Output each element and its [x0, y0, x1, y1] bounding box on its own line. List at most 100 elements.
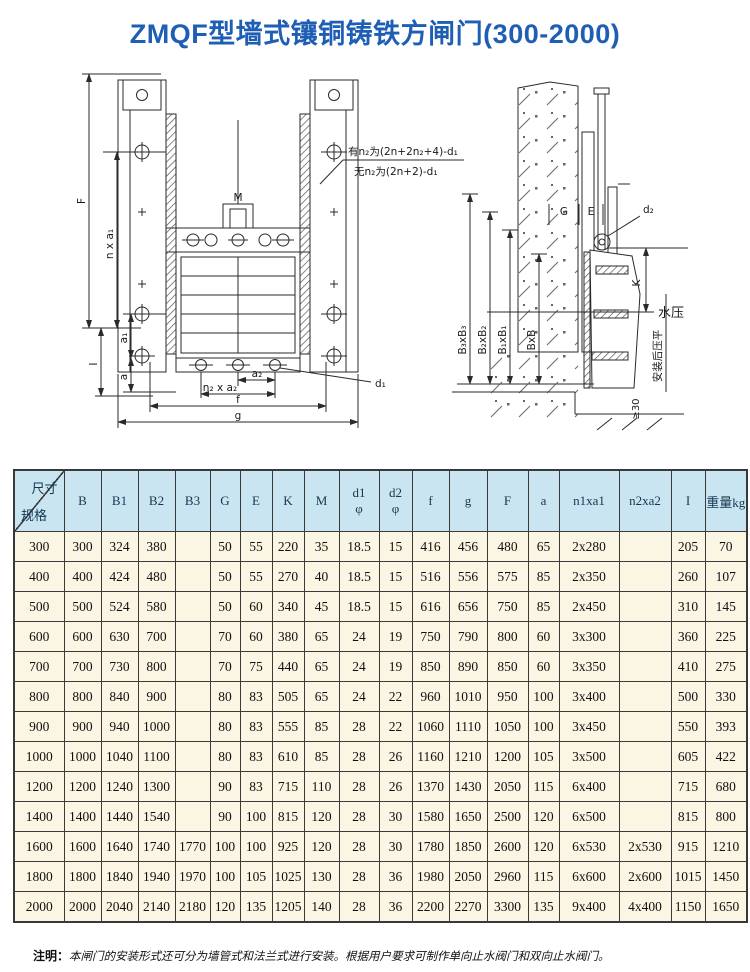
value-cell — [174, 741, 211, 772]
value-cell: 105 — [527, 741, 560, 772]
value-cell: 1780 — [411, 831, 450, 862]
value-cell: 45 — [303, 591, 340, 622]
corner-label-spec: 规格 — [21, 508, 48, 523]
label-f-dim: F — [76, 198, 88, 204]
value-cell: 1000 — [63, 741, 102, 772]
corner-header-cell: 尺寸 规格 — [13, 469, 65, 532]
value-cell — [174, 801, 211, 832]
value-cell: 1600 — [63, 831, 102, 862]
value-cell: 1980 — [411, 861, 450, 892]
label-i-dim: I — [88, 362, 100, 365]
value-cell: 35 — [303, 531, 340, 562]
value-cell — [618, 651, 672, 682]
value-cell: 105 — [239, 861, 273, 892]
value-cell: 440 — [271, 651, 305, 682]
value-cell: 800 — [704, 801, 748, 832]
value-cell: 107 — [704, 561, 748, 592]
value-cell — [174, 681, 211, 712]
value-cell: 6x530 — [558, 831, 620, 862]
column-header: I — [670, 469, 706, 532]
value-cell — [174, 771, 211, 802]
value-cell: 2000 — [63, 891, 102, 923]
value-cell: 500 — [670, 681, 706, 712]
value-cell: 656 — [448, 591, 488, 622]
value-cell: 120 — [303, 801, 340, 832]
value-cell: 2x350 — [558, 561, 620, 592]
value-cell: 700 — [137, 621, 176, 652]
value-cell — [174, 621, 211, 652]
value-cell: 30 — [378, 831, 413, 862]
value-cell: 550 — [670, 711, 706, 742]
value-cell: 60 — [239, 621, 273, 652]
spec-cell: 900 — [13, 711, 65, 742]
label-b3xb3: B₃xB₃ — [457, 325, 469, 354]
value-cell: 900 — [137, 681, 176, 712]
value-cell — [618, 711, 672, 742]
value-cell: 940 — [100, 711, 139, 742]
value-cell: 605 — [670, 741, 706, 772]
column-header: M — [303, 469, 340, 532]
value-cell: 424 — [100, 561, 139, 592]
value-cell: 115 — [527, 771, 560, 802]
value-cell: 60 — [239, 591, 273, 622]
value-cell: 24 — [338, 621, 380, 652]
value-cell: 1540 — [137, 801, 176, 832]
value-cell: 2040 — [100, 891, 139, 923]
value-cell: 85 — [527, 561, 560, 592]
label-g: G — [560, 206, 568, 218]
column-header: B1 — [100, 469, 139, 532]
value-cell: 1400 — [63, 801, 102, 832]
value-cell: 65 — [303, 681, 340, 712]
value-cell: 90 — [209, 771, 241, 802]
value-cell: 3x450 — [558, 711, 620, 742]
value-cell: 18.5 — [338, 591, 380, 622]
value-cell: 115 — [527, 861, 560, 892]
value-cell: 410 — [670, 651, 706, 682]
value-cell: 1580 — [411, 801, 450, 832]
value-cell: 40 — [303, 561, 340, 592]
annotation-line2: 无n₂为(2n+2)-d₁ — [354, 166, 438, 178]
value-cell: 83 — [239, 741, 273, 772]
value-cell: 1160 — [411, 741, 450, 772]
value-cell: 65 — [303, 651, 340, 682]
value-cell: 2050 — [448, 861, 488, 892]
value-cell: 1840 — [100, 861, 139, 892]
value-cell: 75 — [239, 651, 273, 682]
annotation-line1: 有n₂为(2n+2n₂+4)-d₁ — [348, 145, 458, 158]
value-cell: 715 — [271, 771, 305, 802]
label-bxb: BxB — [526, 330, 538, 351]
value-cell — [174, 591, 211, 622]
spec-cell: 1000 — [13, 741, 65, 772]
value-cell: 1210 — [704, 831, 748, 862]
value-cell: 275 — [704, 651, 748, 682]
value-cell: 90 — [209, 801, 241, 832]
value-cell: 18.5 — [338, 561, 380, 592]
value-cell: 2500 — [486, 801, 529, 832]
value-cell: 925 — [271, 831, 305, 862]
value-cell — [174, 711, 211, 742]
value-cell: 840 — [100, 681, 139, 712]
value-cell: 130 — [303, 861, 340, 892]
spec-cell: 700 — [13, 651, 65, 682]
value-cell: 1010 — [448, 681, 488, 712]
value-cell: 1110 — [448, 711, 488, 742]
value-cell: 1300 — [137, 771, 176, 802]
value-cell: 80 — [209, 681, 241, 712]
value-cell: 1100 — [137, 741, 176, 772]
value-cell: 340 — [271, 591, 305, 622]
value-cell: 100 — [209, 861, 241, 892]
value-cell: 85 — [527, 591, 560, 622]
value-cell: 480 — [486, 531, 529, 562]
footnote-label: 注明： — [33, 949, 70, 963]
column-header: d2 φ — [378, 469, 413, 532]
value-cell: 1800 — [63, 861, 102, 892]
value-cell: 2180 — [174, 891, 211, 923]
value-cell: 310 — [670, 591, 706, 622]
value-cell: 1015 — [670, 861, 706, 892]
column-header: G — [209, 469, 241, 532]
label-a1: a₁ — [118, 333, 130, 344]
value-cell: 630 — [100, 621, 139, 652]
